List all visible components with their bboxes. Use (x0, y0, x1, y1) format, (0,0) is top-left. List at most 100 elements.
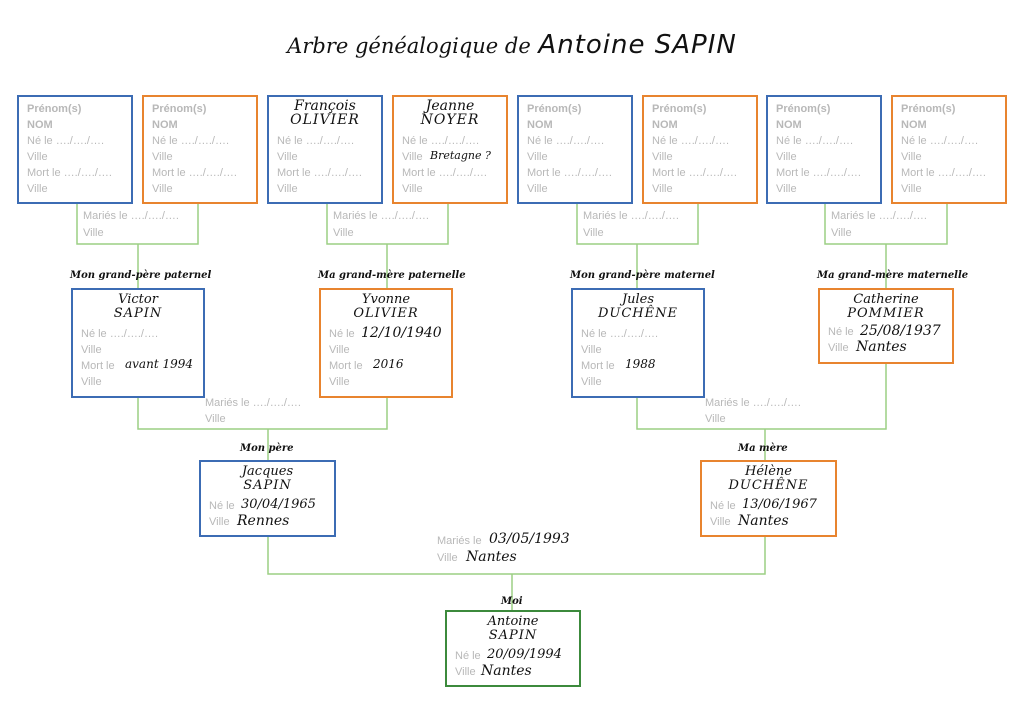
city-label: Ville (776, 183, 797, 195)
city-label: Ville (81, 376, 102, 388)
person-firstname: Hélène (745, 464, 792, 479)
city-label: Ville (81, 344, 102, 356)
city-label: Ville (329, 344, 350, 356)
birth-label: Né le (710, 500, 736, 512)
death-label: Mort le …./…./…. (901, 167, 986, 179)
death-label: Mort le (81, 360, 115, 372)
city-label: Ville (27, 183, 48, 195)
city-label: Ville (710, 516, 731, 528)
person-firstname: Catherine (853, 292, 919, 307)
marriage-date-label: Mariés le …./…./…. (205, 397, 301, 409)
city-label: Ville (152, 183, 173, 195)
person-lastname: NOYER (420, 112, 480, 128)
birth-label: Né le …./…./…. (776, 135, 854, 147)
marriage-date-label: Mariés le …./…./…. (705, 397, 801, 409)
birth-date: 13/06/1967 (742, 497, 817, 512)
person-lastname: SAPIN (243, 478, 292, 493)
death-label: Mort le …./…./…. (27, 167, 112, 179)
person-lastname: DUCHÊNE (728, 478, 809, 493)
death-label: Mort le …./…./…. (652, 167, 737, 179)
city-label: Ville (527, 183, 548, 195)
city-label: Ville (581, 376, 602, 388)
lastname-label: NOM (27, 119, 53, 131)
city-label: Ville (152, 151, 173, 163)
marriage-city-label: Ville (705, 413, 726, 425)
title-name: Antoine SAPIN (538, 30, 737, 60)
death-label: Mort le …./…./…. (527, 167, 612, 179)
person-lastname: POMMIER (847, 306, 925, 321)
page-title: Arbre généalogique de Antoine SAPIN (0, 30, 1024, 60)
title-prefix: Arbre généalogique de (287, 34, 531, 58)
connector-gp-1 (137, 397, 388, 430)
role-label: Ma grand-mère maternelle (817, 270, 969, 281)
person-firstname: Victor (118, 292, 158, 307)
birth-city: Bretagne ? (430, 149, 491, 162)
city-label: Ville (652, 151, 673, 163)
death-date: avant 1994 (125, 357, 193, 371)
city-label: Ville (828, 342, 849, 354)
lastname-label: NOM (152, 119, 178, 131)
birth-date: 25/08/1937 (860, 323, 941, 339)
firstname-label: Prénom(s) (27, 103, 82, 115)
marriage-city-label: Ville (333, 227, 354, 239)
birth-label: Né le …./…./…. (581, 328, 659, 340)
birth-label: Né le …./…./…. (277, 135, 355, 147)
marriage-date: 03/05/1993 (489, 531, 570, 547)
city-label: Ville (527, 151, 548, 163)
city-label: Ville (27, 151, 48, 163)
city-label: Ville (776, 151, 797, 163)
city-label: Ville (652, 183, 673, 195)
city-label: Ville (402, 151, 423, 163)
person-lastname: SAPIN (113, 306, 163, 321)
birth-label: Né le (828, 326, 854, 338)
person-firstname: Jules (621, 292, 655, 307)
marriage-date-label: Mariés le …./…./…. (583, 210, 679, 222)
city-label: Ville (581, 344, 602, 356)
birth-city: Nantes (481, 663, 532, 679)
birth-label: Né le (455, 650, 481, 662)
role-label: Mon père (240, 443, 294, 454)
death-label: Mort le …./…./…. (152, 167, 237, 179)
marriage-date-label: Mariés le …./…./…. (333, 210, 429, 222)
birth-date: 30/04/1965 (241, 497, 316, 512)
person-firstname: Antoine (487, 614, 539, 629)
city-label: Ville (209, 516, 230, 528)
death-label: Mort le …./…./…. (277, 167, 362, 179)
marriage-city-label: Ville (831, 227, 852, 239)
birth-label: Né le …./…./…. (81, 328, 159, 340)
person-lastname: OLIVIER (290, 112, 360, 128)
city-label: Ville (329, 376, 350, 388)
firstname-label: Prénom(s) (152, 103, 207, 115)
marriage-city-label: Ville (83, 227, 104, 239)
role-label: Mon grand-père maternel (570, 270, 715, 281)
role-label: Ma grand-mère paternelle (318, 270, 466, 281)
lastname-label: NOM (527, 119, 553, 131)
birth-label: Né le …./…./…. (152, 135, 230, 147)
birth-label: Né le …./…./…. (27, 135, 105, 147)
firstname-label: Prénom(s) (776, 103, 831, 115)
birth-label: Né le …./…./…. (652, 135, 730, 147)
firstname-label: Prénom(s) (527, 103, 582, 115)
birth-label: Né le …./…./…. (527, 135, 605, 147)
marriage-date-label: Mariés le …./…./…. (831, 210, 927, 222)
death-label: Mort le (329, 360, 363, 372)
person-lastname: DUCHÊNE (597, 306, 679, 321)
death-date: 1988 (625, 357, 656, 371)
role-label: Mon grand-père paternel (70, 270, 212, 281)
